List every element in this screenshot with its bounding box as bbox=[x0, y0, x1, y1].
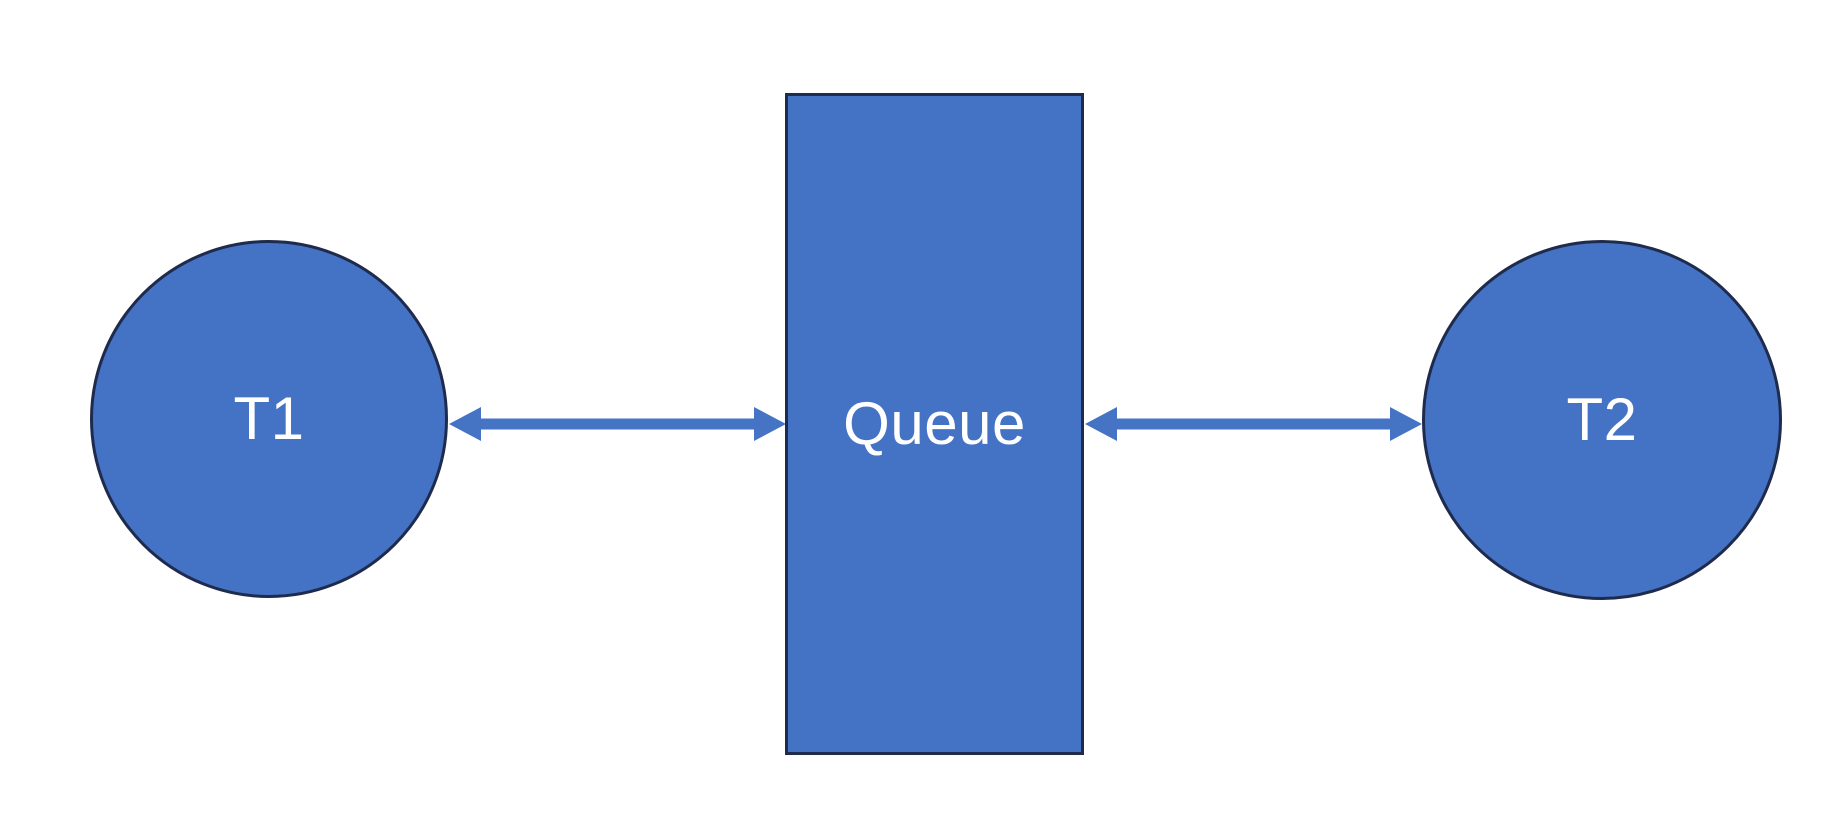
double-arrow-queue-t2 bbox=[1085, 407, 1422, 441]
node-queue-label: Queue bbox=[843, 390, 1026, 457]
node-t1-circle: T1 bbox=[90, 240, 448, 598]
double-arrow-icon bbox=[449, 407, 786, 441]
double-arrow-t1-queue bbox=[449, 407, 786, 441]
node-t2-circle: T2 bbox=[1422, 240, 1782, 600]
double-arrow-icon bbox=[1085, 407, 1422, 441]
node-t1-label: T1 bbox=[233, 385, 305, 452]
node-t2-label: T2 bbox=[1566, 386, 1638, 453]
node-queue-rectangle: Queue bbox=[785, 93, 1084, 755]
